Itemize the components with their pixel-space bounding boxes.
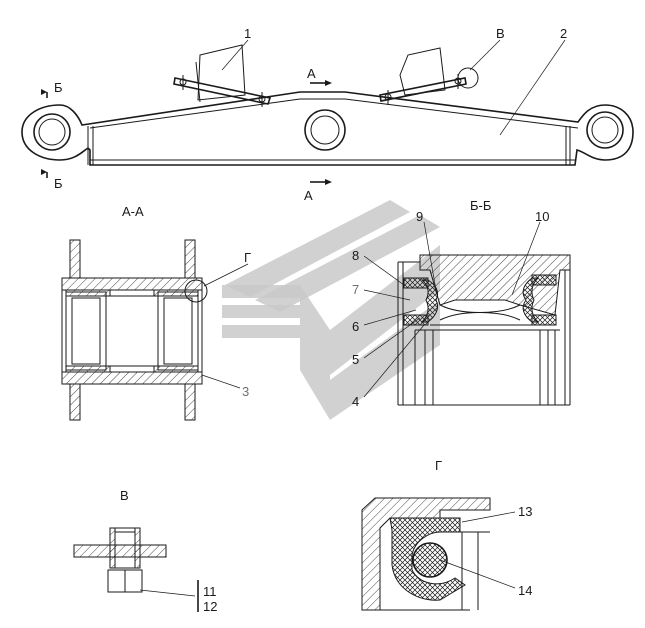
section-titles: А-А Б-Б В Г bbox=[120, 198, 491, 503]
section-aa-view bbox=[61, 239, 249, 421]
marker-v-ref: В bbox=[496, 26, 505, 41]
detail-v-circle bbox=[457, 67, 479, 89]
title-detail-g: Г bbox=[435, 458, 442, 473]
marker-b-bottom: Б bbox=[54, 176, 63, 191]
title-detail-v: В bbox=[120, 488, 129, 503]
callout-8: 8 bbox=[352, 248, 359, 263]
marker-a-bottom: А bbox=[304, 188, 313, 203]
callout-9: 9 bbox=[416, 209, 423, 224]
callout-14: 14 bbox=[518, 583, 532, 598]
callout-11: 11 bbox=[203, 584, 217, 599]
callout-5: 5 bbox=[352, 352, 359, 367]
title-section-bb: Б-Б bbox=[470, 198, 491, 213]
part-callouts: 1 2 3 4 5 6 7 8 9 10 11 12 13 14 bbox=[203, 26, 567, 614]
callout-2: 2 bbox=[560, 26, 567, 41]
callout-4: 4 bbox=[352, 394, 359, 409]
marker-a-top: А bbox=[307, 66, 316, 81]
section-bb-view bbox=[363, 221, 571, 406]
callout-1: 1 bbox=[244, 26, 251, 41]
watermark-logo bbox=[222, 200, 440, 420]
detail-g-view bbox=[361, 497, 516, 611]
marker-g-ref: Г bbox=[244, 250, 251, 265]
marker-b-top: Б bbox=[54, 80, 63, 95]
section-arrows-a bbox=[310, 80, 332, 185]
callout-6: 6 bbox=[352, 319, 359, 334]
section-markers: А А Б Б Г В bbox=[54, 26, 505, 265]
title-section-aa: А-А bbox=[122, 204, 144, 219]
callout-13: 13 bbox=[518, 504, 532, 519]
detail-g-circle bbox=[184, 279, 208, 303]
main-view-beam bbox=[21, 44, 634, 166]
callout-12: 12 bbox=[203, 599, 217, 614]
callout-7: 7 bbox=[352, 282, 359, 297]
leaders-main bbox=[221, 39, 566, 136]
detail-v-view bbox=[73, 527, 199, 612]
callout-10: 10 bbox=[535, 209, 549, 224]
section-arrows-b bbox=[41, 89, 48, 178]
callout-3: 3 bbox=[242, 384, 249, 399]
